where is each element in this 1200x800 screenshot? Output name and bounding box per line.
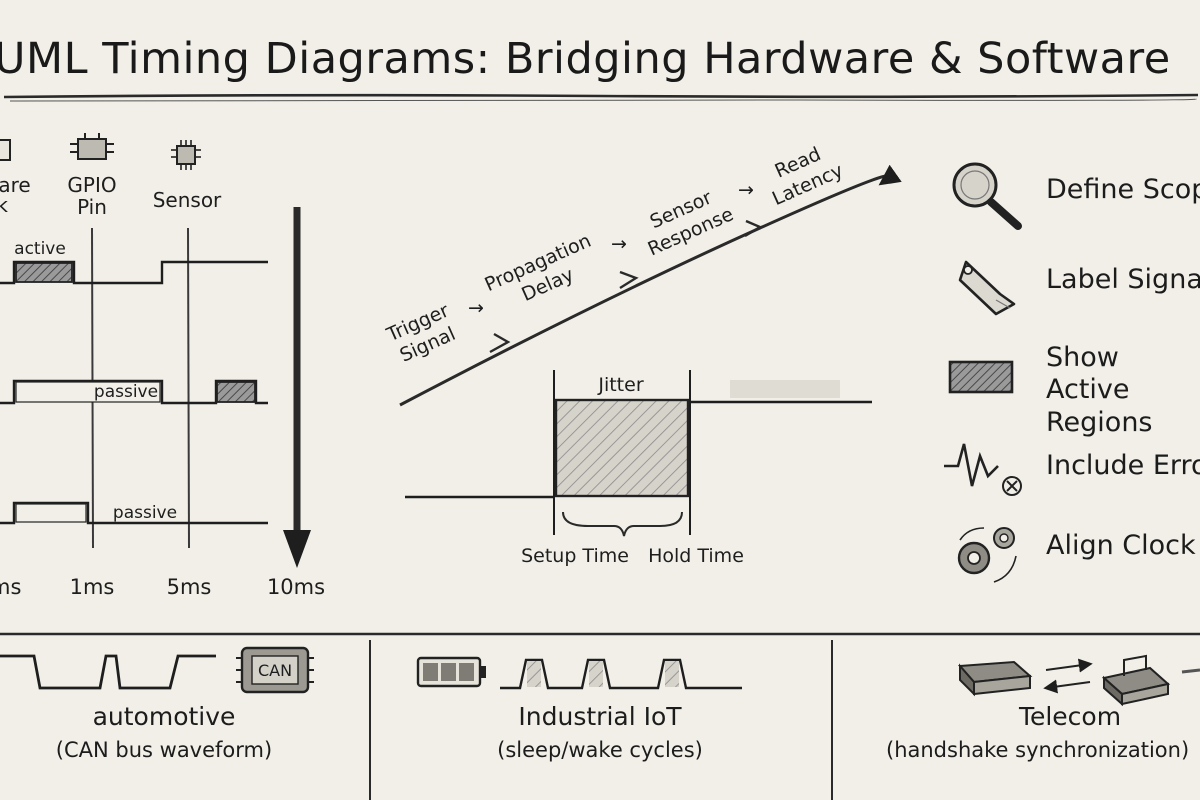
legend-label-clock: Align Clock: [1046, 530, 1196, 561]
can-waveform: [0, 654, 216, 690]
flow-small-arrow-3: →: [738, 179, 754, 201]
time-marker-5ms: [187, 227, 190, 549]
lifeline-label-gpio-2: Pin: [77, 195, 107, 219]
active-region-icon: [948, 360, 1014, 394]
state-label-active: active: [14, 239, 66, 259]
flow-step-propagation: Propagation Delay: [481, 230, 594, 306]
time-arrow: [283, 207, 311, 568]
flow-step-read-latency: Read Latency: [769, 143, 847, 210]
flow-small-arrow-2: →: [611, 233, 627, 255]
legend-label-errors: Include Errors: [1046, 450, 1200, 481]
flow-step-sensor-response: Sensor Response: [645, 186, 737, 260]
legend-label-signals: Label Signals: [1046, 264, 1200, 295]
lifeline-label-software-1: ware: [0, 173, 31, 197]
flow-small-arrow-1: →: [468, 297, 484, 319]
time-label-2: 5ms: [167, 575, 212, 599]
jitter-waveform: [405, 370, 872, 535]
hold-time-label: Hold Time: [648, 545, 744, 567]
panel-title-telecom: Telecom: [1018, 702, 1122, 731]
panel-subtitle-automotive: (CAN bus waveform): [55, 738, 273, 762]
passive-region-sensor: [15, 503, 87, 523]
panel-title-iot: Industrial IoT: [518, 702, 682, 731]
gears-icon: [957, 527, 1017, 583]
router-icon: [957, 660, 1033, 697]
tag-icon: [958, 260, 1016, 316]
flow-arrow: [399, 164, 902, 407]
panel-subtitle-iot: (sleep/wake cycles): [497, 738, 703, 762]
modem-icon: [1101, 654, 1200, 707]
handshake-arrows-icon: [1043, 658, 1093, 694]
time-label-3: 10ms: [267, 575, 325, 599]
time-label-0: ms: [0, 575, 21, 599]
gpio-chip-icon: [70, 133, 114, 160]
jitter-region: [554, 398, 690, 498]
jitter-label: Jitter: [597, 374, 643, 396]
waveform-sensor: [0, 501, 268, 525]
passive-region-gpio: [15, 381, 161, 403]
can-chip-icon: [236, 646, 314, 694]
setup-time-label: Setup Time: [521, 545, 629, 567]
lifeline-label-software-2: sk: [0, 193, 8, 217]
panel-title-automotive: automotive: [92, 702, 236, 731]
title-underline: [3, 93, 1199, 99]
can-badge-label: CAN: [258, 661, 292, 680]
magnifier-icon: [952, 162, 1022, 230]
flow-step-trigger: Trigger Signal: [383, 299, 459, 366]
error-waveform-icon: [944, 443, 1022, 496]
state-label-passive-2: passive: [113, 503, 177, 523]
lifeline-label-sensor: Sensor: [153, 188, 222, 212]
battery-icon: [416, 656, 486, 688]
active-region-gpio: [216, 381, 256, 403]
legend-label-scope: Define Scope: [1046, 174, 1200, 205]
state-label-passive-1: passive: [94, 382, 158, 402]
time-label-1: 1ms: [70, 575, 115, 599]
lifeline-label-gpio-1: GPIO: [67, 173, 116, 197]
chip-icon-software: [0, 139, 11, 161]
sleep-wake-waveform: [500, 658, 742, 690]
waveform-gpio: [0, 379, 268, 405]
legend-label-active-regions: Show Active Regions: [1046, 342, 1153, 438]
panel-subtitle-telecom: (handshake synchronization): [886, 738, 1190, 762]
page-title: UML Timing Diagrams: Bridging Hardware &…: [0, 34, 1171, 84]
sensor-chip-icon: [171, 140, 201, 170]
active-region-software: [15, 262, 73, 283]
waveform-software: [0, 260, 268, 285]
jitter-brace: [562, 511, 683, 537]
